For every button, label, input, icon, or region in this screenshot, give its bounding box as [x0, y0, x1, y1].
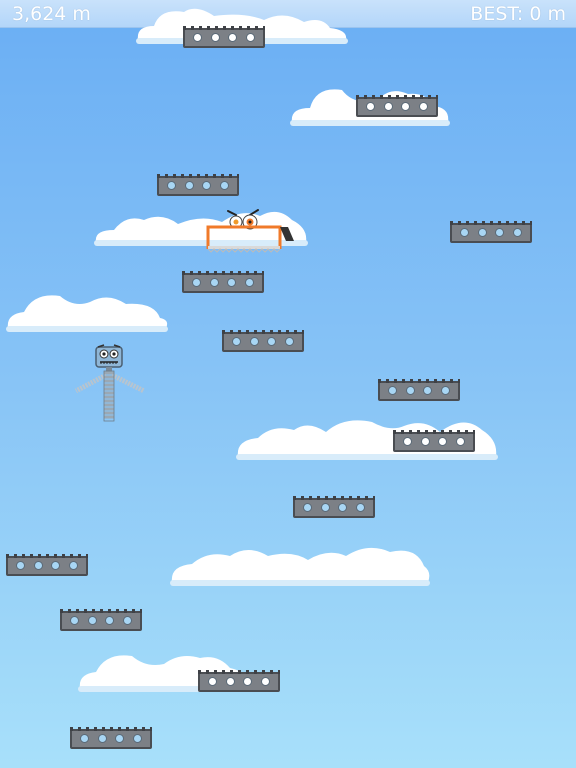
platform: [293, 496, 375, 518]
spring-robot-icon: [74, 344, 146, 422]
platform: [356, 95, 438, 117]
platform: [6, 554, 88, 576]
platform: [60, 609, 142, 631]
cloud: [6, 295, 168, 332]
platform: [157, 174, 239, 196]
platform: [393, 430, 475, 452]
distance-readout: 3,624 m: [12, 3, 91, 25]
platform: [378, 379, 460, 401]
best-score: BEST: 0 m: [470, 3, 566, 25]
platform: [222, 330, 304, 352]
cloud: [170, 547, 430, 586]
platform: [182, 271, 264, 293]
platform: [183, 26, 265, 48]
hacksaw-monster-icon: [206, 209, 294, 253]
platform: [198, 670, 280, 692]
platform: [450, 221, 532, 243]
platform: [70, 727, 152, 749]
